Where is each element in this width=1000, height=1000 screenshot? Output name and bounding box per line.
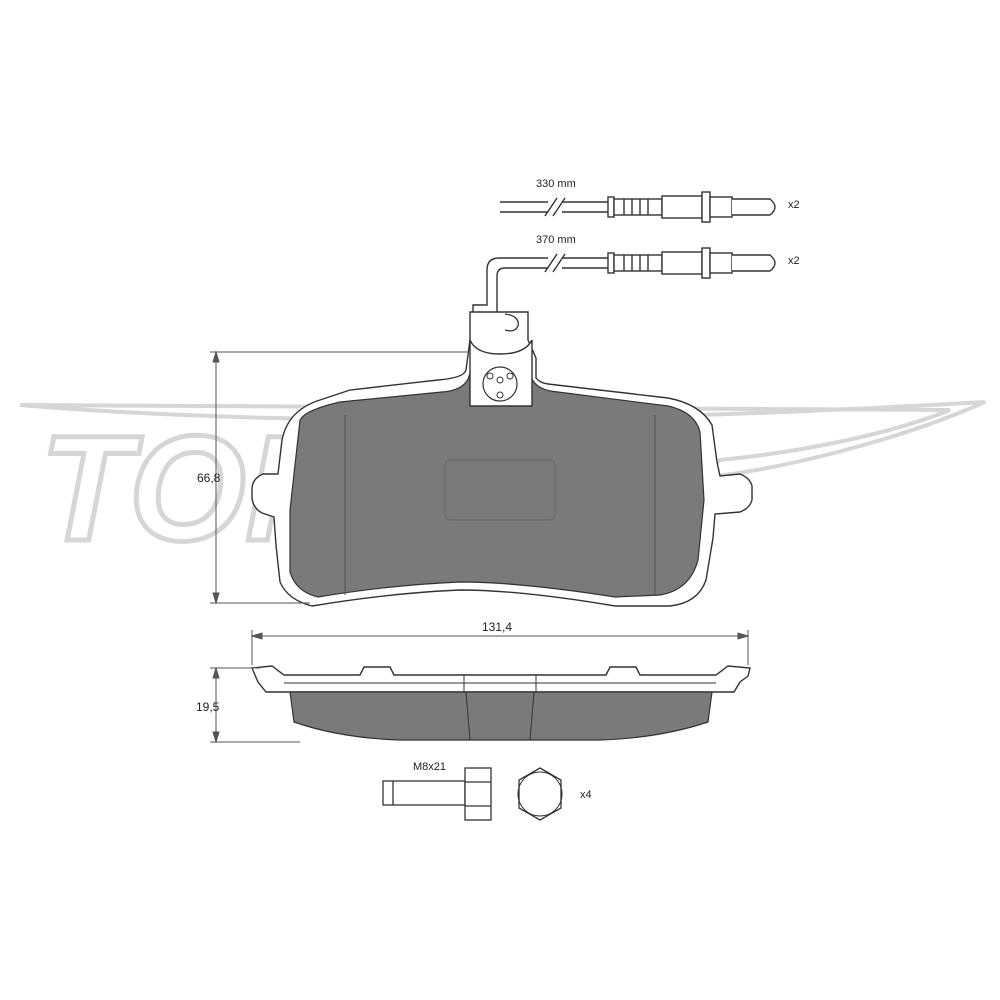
bolt-icon — [382, 767, 492, 821]
thickness-value: 19,5 — [196, 700, 220, 714]
watermark-swoosh — [19, 400, 986, 481]
hex-nut-icon — [517, 767, 563, 821]
hardware-qty: x4 — [580, 789, 592, 801]
side-friction — [289, 691, 713, 741]
sensor-short-qty: x2 — [788, 199, 800, 211]
pad-front-view — [251, 311, 753, 607]
height-value: 66,8 — [197, 471, 221, 485]
wear-sensor-long — [472, 247, 776, 333]
wear-sensor-short — [500, 191, 776, 223]
sensor-short-length: 330 mm — [536, 178, 576, 190]
friction-material — [289, 371, 705, 598]
pad-side-view — [250, 665, 751, 741]
height-dimension — [210, 350, 470, 605]
width-dimension — [250, 630, 750, 665]
bolt-label: M8x21 — [413, 761, 446, 773]
side-backplate — [250, 665, 751, 693]
sensor-long-qty: x2 — [788, 255, 800, 267]
width-value: 131,4 — [482, 620, 512, 634]
sensor-long-length: 370 mm — [536, 234, 576, 246]
thickness-dimension — [210, 666, 300, 744]
